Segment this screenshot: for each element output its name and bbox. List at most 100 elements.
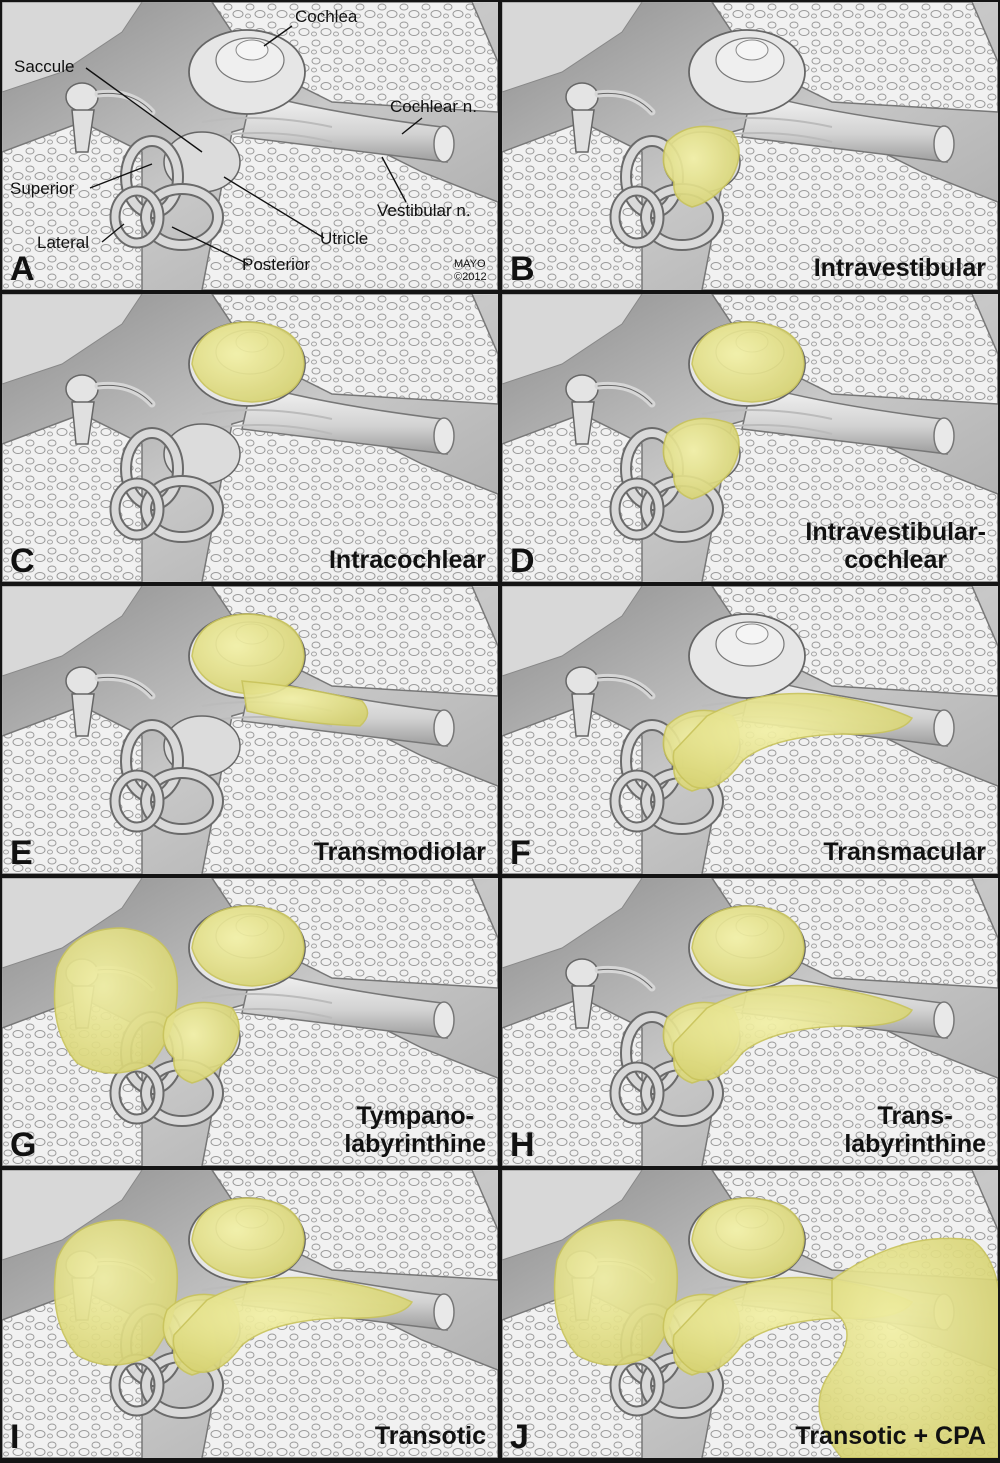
tumor-overlays (662, 905, 914, 1084)
tumor-vestibule (662, 417, 740, 500)
leader-cochlea (263, 25, 293, 47)
leader-lateral (101, 223, 125, 243)
internal-auditory-canal-nerves (201, 967, 455, 1039)
tumor-modiolus (241, 680, 369, 727)
tumor-vestibule (662, 125, 740, 208)
semicircular-canals (109, 135, 224, 251)
semicircular-canals (109, 719, 224, 835)
tumor-overlays (191, 321, 305, 403)
tympanic-membrane-area (502, 2, 643, 93)
panel-caption: Intravestibular- cochlear (805, 518, 986, 574)
tumor-overlays (53, 905, 305, 1084)
panel-caption: Tympano- labyrinthine (344, 1102, 486, 1158)
tympanic-membrane-area (2, 294, 143, 385)
tumor-cochlea (191, 613, 305, 695)
diagram-panel-i: Transotic I (2, 1170, 498, 1458)
leader-cochlear-n (401, 117, 423, 135)
ossicles (565, 374, 656, 445)
tumor-middle-ear (53, 1219, 179, 1366)
panel-letter: J (510, 1418, 529, 1456)
panel-letter: G (10, 1126, 37, 1164)
inner-ear-illustration (502, 1170, 998, 1458)
panel-letter: I (10, 1418, 20, 1456)
tumor-cochlea (691, 905, 805, 987)
diagram-panel-j: Transotic + CPA J (502, 1170, 998, 1458)
diagram-panel-f: Transmacular F (502, 586, 998, 874)
tympanic-membrane-area (2, 1170, 143, 1261)
inner-ear-illustration (502, 2, 998, 290)
tumor-cochlea (191, 905, 305, 987)
tumor-iac (172, 1276, 414, 1373)
ossicles (565, 666, 656, 737)
panel-letter: A (10, 250, 35, 288)
ossicles (65, 82, 156, 153)
panel-caption: Transotic + CPA (795, 1421, 986, 1450)
inner-ear-illustration (2, 1170, 498, 1458)
ossicles (565, 958, 656, 1029)
tumor-cochlea (691, 321, 805, 403)
tympanic-membrane-area (502, 294, 643, 385)
inner-ear-illustration (502, 878, 998, 1166)
inner-ear-illustration (2, 294, 498, 582)
tumor-cochlea (191, 321, 305, 403)
leader-lines (85, 25, 423, 265)
tumor-overlays (553, 1197, 998, 1458)
inner-ear-illustration (2, 586, 498, 874)
cochlea-structure (188, 29, 306, 115)
label-saccule: Saccule (14, 57, 75, 76)
panel-letter: B (510, 250, 535, 288)
panel-letter: D (510, 542, 535, 580)
ossicles (65, 666, 156, 737)
leader-vestibular-n (381, 156, 407, 203)
panel-letter: H (510, 1126, 535, 1164)
tympanic-membrane-area (2, 586, 143, 677)
tympanic-membrane-area (502, 1170, 643, 1261)
diagram-panel-g: Tympano- labyrinthine G (2, 878, 498, 1166)
internal-auditory-canal-nerves (201, 91, 455, 163)
panel-caption: Intravestibular (813, 253, 986, 282)
label-vestibular-n: Vestibular n. (377, 201, 471, 220)
label-cochlea: Cochlea (295, 7, 358, 26)
panel-caption: Intracochlear (328, 545, 486, 574)
panel-letter: F (510, 834, 531, 872)
tympanic-membrane-area (502, 586, 643, 677)
diagram-panel-e: Transmodiolar E (2, 586, 498, 874)
tumor-cochlea (691, 1197, 805, 1279)
tumor-cochlea (191, 1197, 305, 1279)
tumor-vestibule (162, 1001, 240, 1084)
panel-letter: C (10, 542, 35, 580)
diagram-panel-h: Trans- labyrinthine H (502, 878, 998, 1166)
diagram-panel-d: Intravestibular- cochlear D (502, 294, 998, 582)
tympanic-membrane-area (2, 878, 143, 969)
label-posterior: Posterior (242, 255, 311, 274)
tumor-overlays (191, 613, 369, 727)
inner-ear-illustration (2, 2, 498, 290)
credit-mark: MAYO ©2012 (454, 258, 487, 283)
panel-letter: E (10, 834, 33, 872)
tumor-iac (672, 984, 914, 1081)
ossicles (565, 82, 656, 153)
diagram-panel-c: Intracochlear C (2, 294, 498, 582)
tumor-cpa (818, 1237, 998, 1458)
panel-caption: Transmodiolar (313, 837, 486, 866)
tumor-overlays (53, 1197, 414, 1376)
internal-auditory-canal-nerves (201, 383, 455, 455)
panel-caption: Trans- labyrinthine (844, 1102, 986, 1158)
inner-ear-illustration (502, 294, 998, 582)
cochlea-structure (688, 29, 806, 115)
tumor-middle-ear (553, 1219, 679, 1366)
tympanic-membrane-area (502, 878, 643, 969)
tumor-overlays (662, 692, 914, 792)
tumor-iac (672, 692, 914, 789)
panel-caption: Transotic (374, 1421, 486, 1450)
tumor-middle-ear (53, 927, 179, 1074)
label-superior: Superior (10, 179, 75, 198)
diagram-panel-b: Intravestibular B (502, 2, 998, 290)
label-utricle: Utricle (320, 229, 369, 248)
internal-auditory-canal-nerves (701, 383, 955, 455)
panel-caption: Transmacular (823, 837, 986, 866)
label-lateral: Lateral (37, 233, 89, 252)
inner-ear-illustration (502, 586, 998, 874)
